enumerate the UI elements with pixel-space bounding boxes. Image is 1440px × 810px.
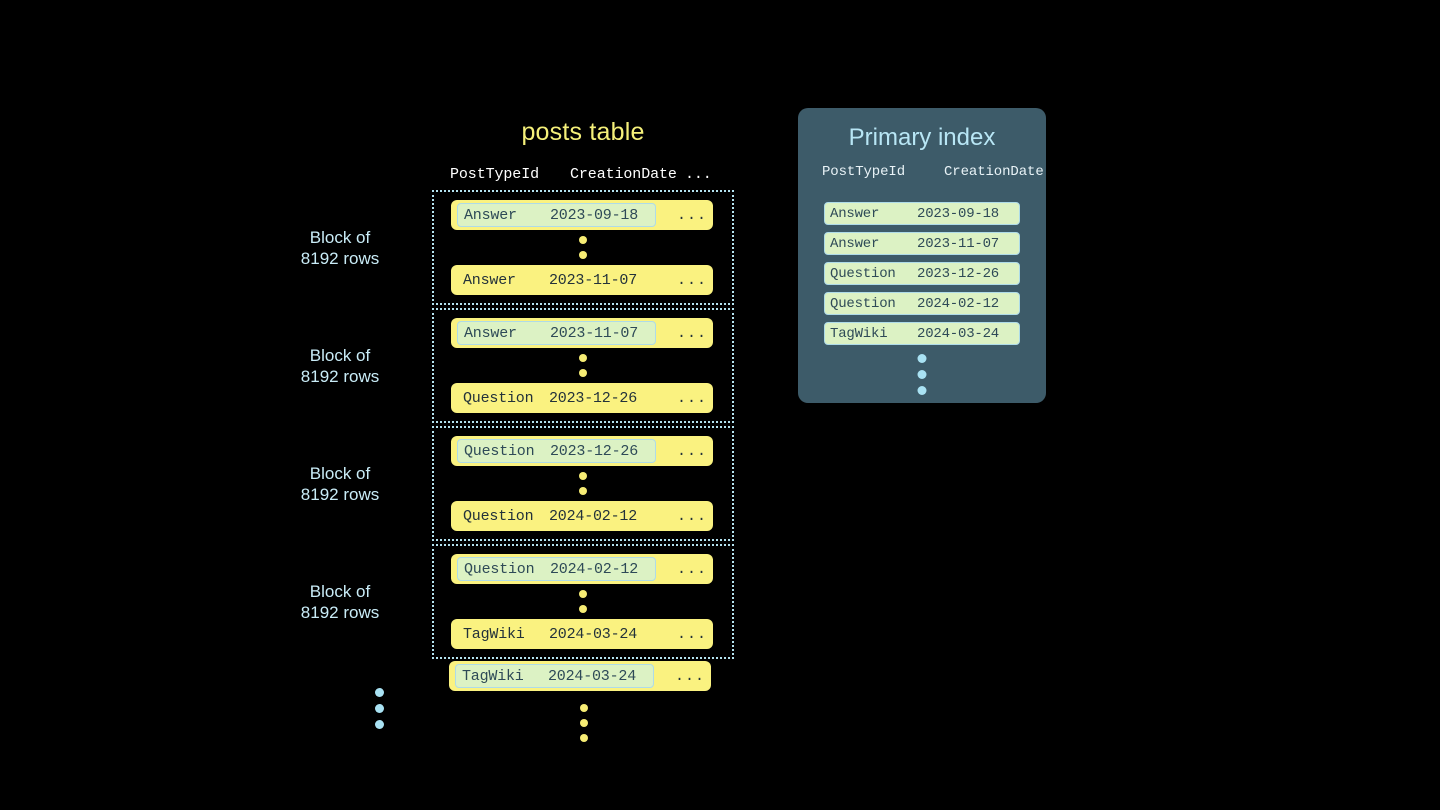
cell-post-type-id: Question [464, 442, 535, 460]
column-header-creation-date: CreationDate [570, 166, 677, 183]
table-block: Block of 8192 rows Question 2024-02-12 .… [301, 544, 734, 659]
row-key-highlight: Question 2023-12-26 [457, 439, 656, 463]
row-key-highlight: Answer 2023-09-18 [457, 203, 656, 227]
table-row: TagWiki 2024-03-24 ... [451, 619, 713, 649]
cell-creation-date: 2023-11-07 [550, 324, 639, 342]
primary-index-title: Primary index [848, 124, 996, 151]
primary-index-entries: Answer 2023-09-18 Answer 2023-11-07 Ques… [824, 202, 1020, 352]
cell-creation-date: 2024-03-24 [548, 667, 637, 685]
cell-more: ... [677, 389, 708, 407]
vertical-dots-blue-blocks [375, 688, 384, 729]
table-block: Block of 8192 rows Question 2023-12-26 .… [301, 426, 734, 541]
cell-post-type-id: Question [464, 560, 535, 578]
cell-post-type-id: Answer [830, 235, 880, 252]
row-key-plain: Question 2024-02-12 [457, 504, 656, 528]
cell-post-type-id: Question [830, 295, 896, 312]
cell-creation-date: 2023-12-26 [550, 442, 639, 460]
table-block: Block of 8192 rows Answer 2023-09-18 ...… [301, 190, 734, 305]
cell-creation-date: 2023-09-18 [550, 206, 639, 224]
column-header-creation-date: CreationDate [944, 164, 1044, 180]
cell-more: ... [677, 442, 708, 460]
table-row-trailing: TagWiki 2024-03-24 ... [449, 661, 711, 691]
cell-post-type-id: Question [830, 265, 896, 282]
cell-more: ... [677, 625, 708, 643]
table-row: Question 2024-02-12 ... [451, 554, 713, 584]
vertical-dots-yellow-trailing [580, 704, 588, 742]
primary-index-panel: Primary index PostTypeId CreationDate An… [798, 108, 1046, 403]
cell-creation-date: 2023-09-18 [917, 205, 1000, 222]
cell-creation-date: 2023-11-07 [549, 271, 638, 289]
cell-more: ... [677, 507, 708, 525]
cell-creation-date: 2024-03-24 [917, 325, 1000, 342]
cell-creation-date: 2024-02-12 [917, 295, 1000, 312]
table-block: Block of 8192 rows Answer 2023-11-07 ...… [301, 308, 734, 423]
row-key-highlight: Answer 2023-11-07 [457, 321, 656, 345]
block-label: Block of 8192 rows [300, 227, 380, 268]
index-entry: TagWiki 2024-03-24 [824, 322, 1020, 345]
index-entry: Answer 2023-09-18 [824, 202, 1020, 225]
cell-creation-date: 2023-11-07 [917, 235, 1000, 252]
cell-creation-date: 2024-03-24 [549, 625, 638, 643]
cell-more: ... [675, 667, 706, 685]
block-label: Block of 8192 rows [300, 463, 380, 504]
index-entry: Question 2023-12-26 [824, 262, 1020, 285]
cell-post-type-id: Question [463, 389, 534, 407]
cell-creation-date: 2024-02-12 [549, 507, 638, 525]
cell-more: ... [677, 560, 708, 578]
table-row: Answer 2023-09-18 ... [451, 200, 713, 230]
row-key-plain: Answer 2023-11-07 [457, 268, 656, 292]
table-row: Question 2023-12-26 ... [451, 436, 713, 466]
cell-creation-date: 2023-12-26 [917, 265, 1000, 282]
column-header-post-type-id: PostTypeId [822, 164, 906, 180]
vertical-dots-blue-index [917, 354, 927, 395]
posts-table-column-headers: PostTypeId CreationDate ... [450, 166, 734, 186]
cell-post-type-id: Answer [464, 324, 517, 342]
index-entry: Answer 2023-11-07 [824, 232, 1020, 255]
cell-more: ... [677, 206, 708, 224]
table-row: Answer 2023-11-07 ... [451, 265, 713, 295]
cell-creation-date: 2024-02-12 [550, 560, 639, 578]
cell-post-type-id: TagWiki [462, 667, 524, 685]
block-label: Block of 8192 rows [300, 345, 380, 386]
cell-creation-date: 2023-12-26 [549, 389, 638, 407]
cell-post-type-id: Question [463, 507, 534, 525]
row-key-plain: Question 2023-12-26 [457, 386, 656, 410]
cell-post-type-id: Answer [830, 205, 880, 222]
posts-table-title: posts table [521, 118, 645, 146]
cell-post-type-id: TagWiki [830, 325, 888, 342]
index-entry: Question 2024-02-12 [824, 292, 1020, 315]
table-row: Question 2023-12-26 ... [451, 383, 713, 413]
table-row: Answer 2023-11-07 ... [451, 318, 713, 348]
row-key-highlight: TagWiki 2024-03-24 [455, 664, 654, 688]
primary-index-column-headers: PostTypeId CreationDate [822, 164, 1044, 184]
row-key-plain: TagWiki 2024-03-24 [457, 622, 656, 646]
posts-table-blocks: Block of 8192 rows Answer 2023-09-18 ...… [301, 190, 734, 662]
block-label: Block of 8192 rows [300, 581, 380, 622]
row-key-highlight: Question 2024-02-12 [457, 557, 656, 581]
cell-post-type-id: TagWiki [463, 625, 525, 643]
cell-post-type-id: Answer [464, 206, 517, 224]
cell-post-type-id: Answer [463, 271, 516, 289]
table-row: Question 2024-02-12 ... [451, 501, 713, 531]
column-header-post-type-id: PostTypeId [450, 166, 540, 183]
cell-more: ... [677, 271, 708, 289]
column-header-more: ... [685, 166, 712, 183]
cell-more: ... [677, 324, 708, 342]
